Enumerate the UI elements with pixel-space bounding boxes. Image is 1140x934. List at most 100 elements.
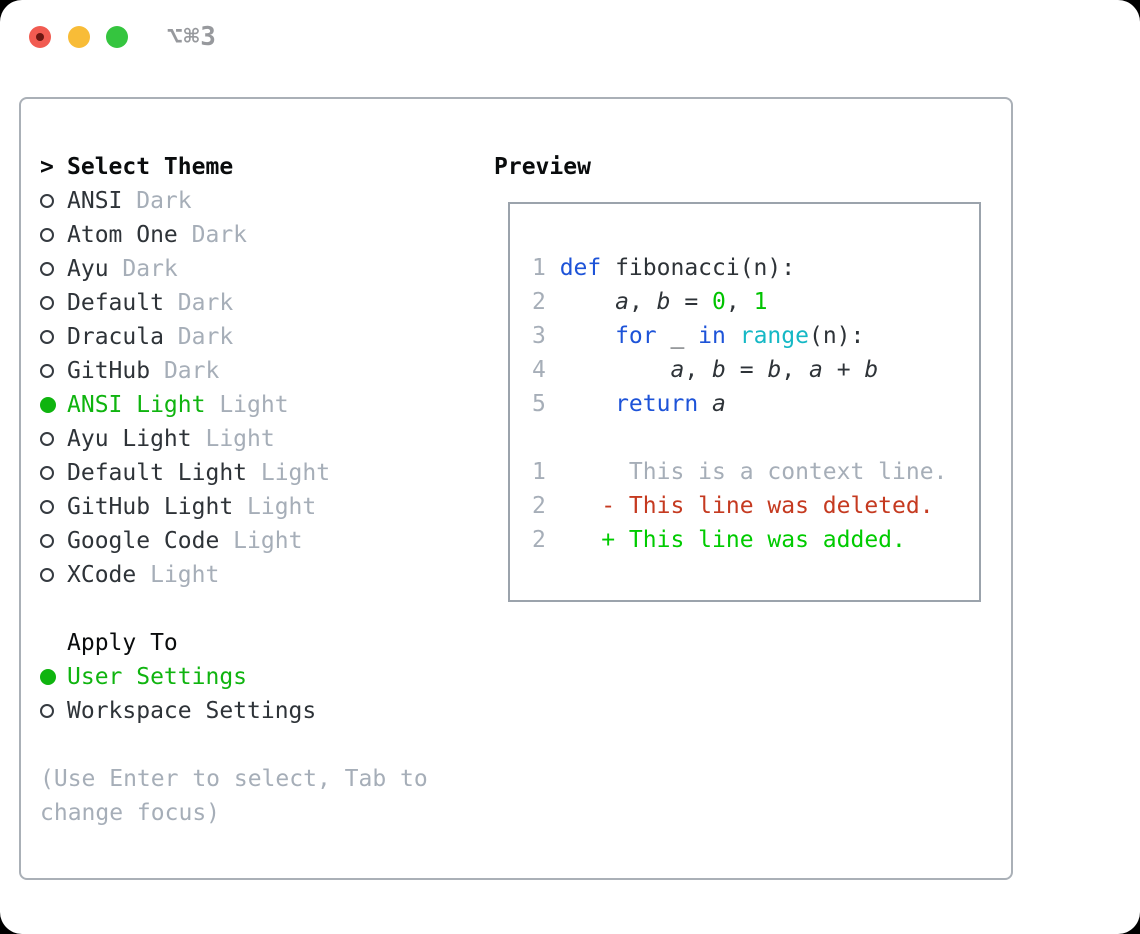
theme-option-default[interactable]: Default Dark <box>40 286 330 320</box>
apply-option-workspace-settings[interactable]: Workspace Settings <box>40 694 316 728</box>
option-label: Dracula <box>67 324 164 350</box>
apply-section-title: Apply To <box>67 630 178 656</box>
theme-option-github[interactable]: GitHub Dark <box>40 354 330 388</box>
apply-option-user-settings[interactable]: User Settings <box>40 660 316 694</box>
code-token-fg: = <box>725 357 768 383</box>
preview-code-line: 3 for _ in range(n): <box>532 319 979 353</box>
option-variant-label: Dark <box>163 290 234 316</box>
line-number: 2 <box>532 527 546 553</box>
code-token-add: + This line was added. <box>601 527 906 553</box>
code-token-var: a <box>615 289 629 315</box>
code-token-gray: This is a context line. <box>559 459 948 485</box>
line-number: 3 <box>532 323 546 349</box>
code-token-var: b <box>864 357 879 383</box>
preview-title: Preview <box>494 154 591 180</box>
option-label: ANSI Light <box>67 392 206 418</box>
option-variant-label: Dark <box>122 188 192 214</box>
code-token-fg: (n): <box>808 323 865 349</box>
option-variant-label: Dark <box>177 222 248 248</box>
option-label: GitHub Light <box>67 494 234 520</box>
code-token-var: b <box>656 289 671 315</box>
selected-radio-icon <box>40 397 67 413</box>
option-label: Google Code <box>67 528 220 554</box>
code-token-fg: _ <box>656 323 699 349</box>
maximize-button[interactable] <box>106 26 128 48</box>
close-button[interactable] <box>29 26 51 48</box>
option-variant-label: Light <box>247 460 331 486</box>
theme-option-ayu[interactable]: Ayu Dark <box>40 252 330 286</box>
option-variant-label: Dark <box>163 324 234 350</box>
help-text-line: (Use Enter to select, Tab to <box>40 766 428 792</box>
theme-option-dracula[interactable]: Dracula Dark <box>40 320 330 354</box>
preview-diff-line: 1 This is a context line. <box>532 455 979 489</box>
preview-code-line: 5 return a <box>532 387 979 421</box>
radio-icon <box>40 568 67 582</box>
theme-section-title: Select Theme <box>67 154 234 180</box>
minimize-button[interactable] <box>68 26 90 48</box>
preview-diff-block: 1 This is a context line. 2 - This line w… <box>532 455 979 557</box>
preview-diff-line: 2 + This line was added. <box>532 523 979 557</box>
window-title-shortcut: ⌥⌘3 <box>167 22 217 52</box>
option-variant-label: Light <box>191 426 275 452</box>
selection-prompt-icon: > <box>40 154 54 180</box>
radio-icon <box>40 194 67 208</box>
code-token-fg <box>698 387 712 421</box>
code-token-var: a <box>712 391 726 417</box>
option-variant-label: Light <box>205 392 289 418</box>
code-token-var: a <box>809 357 823 383</box>
code-token-bi: range <box>739 323 809 349</box>
line-number: 1 <box>532 459 546 485</box>
theme-option-github-light[interactable]: GitHub Light Light <box>40 490 330 524</box>
code-token-del: - This line was deleted. <box>601 493 934 519</box>
option-label: Default Light <box>67 460 248 486</box>
line-number: 4 <box>532 357 546 383</box>
code-token-fg: , <box>781 357 809 383</box>
theme-option-xcode[interactable]: XCode Light <box>40 558 330 592</box>
option-label: Ayu <box>67 256 109 282</box>
option-label: ANSI <box>67 188 123 214</box>
code-token-fg: + <box>822 357 865 383</box>
theme-option-google-code[interactable]: Google Code Light <box>40 524 330 558</box>
code-token-fg <box>560 319 615 353</box>
theme-option-ayu-light[interactable]: Ayu Light Light <box>40 422 330 456</box>
theme-option-default-light[interactable]: Default Light Light <box>40 456 330 490</box>
preview-code-line: 4 a, b = b, a + b <box>532 353 979 387</box>
code-token-fg <box>560 353 671 387</box>
option-variant-label: Dark <box>108 256 178 282</box>
theme-option-ansi[interactable]: ANSI Dark <box>40 184 330 218</box>
code-token-num: 1 <box>753 289 768 315</box>
line-number: 1 <box>532 255 546 281</box>
option-label: Atom One <box>67 222 178 248</box>
option-variant-label: Light <box>233 494 317 520</box>
line-number: 5 <box>532 391 546 417</box>
code-token-kw: in <box>698 323 726 349</box>
code-token-kw: def <box>559 255 602 281</box>
radio-icon <box>40 330 67 344</box>
code-token-fg: , <box>684 357 713 383</box>
preview-code-line: 2 a, b = 0, 1 <box>532 285 979 319</box>
option-label: Ayu Light <box>67 426 192 452</box>
line-number: 2 <box>532 493 546 519</box>
theme-option-ansi-light[interactable]: ANSI Light Light <box>40 388 330 422</box>
radio-icon <box>40 500 67 514</box>
radio-icon <box>40 534 67 548</box>
close-button-dot-icon <box>36 33 44 41</box>
code-token-num: 0 <box>712 289 726 315</box>
code-token-var: a <box>670 357 685 383</box>
line-number: 2 <box>532 289 546 315</box>
radio-icon <box>40 364 67 378</box>
option-label: Default <box>67 290 164 316</box>
apply-section-header: Apply To <box>40 626 178 660</box>
theme-option-atom-one[interactable]: Atom One Dark <box>40 218 330 252</box>
option-label: Workspace Settings <box>67 698 317 724</box>
radio-icon <box>40 262 67 276</box>
code-token-kw: return <box>615 391 699 417</box>
radio-icon <box>40 466 67 480</box>
